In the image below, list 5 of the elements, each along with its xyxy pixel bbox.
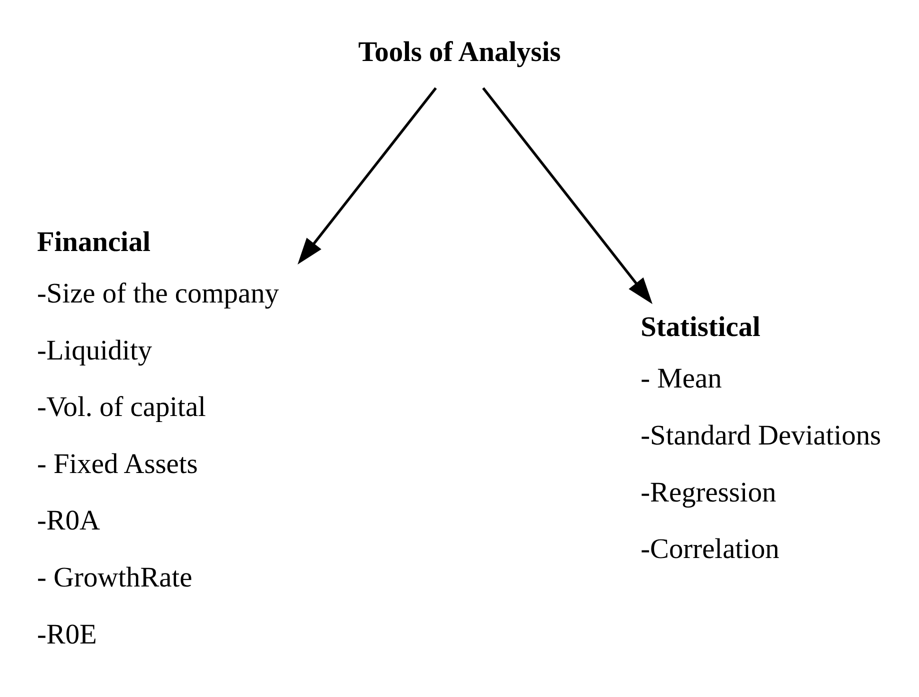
arrow [298,86,437,264]
node-text: Tools of Analysis [358,36,561,68]
node-text: Financial -Size of the company -Liquidity -Vol. of capital - Fixed Assets -R0A - GrowthRate -R0E [36,226,279,650]
arrow [482,86,652,304]
node-text: Statistical - Mean -Standard Deviations -Regression -Correlation [640,312,882,565]
